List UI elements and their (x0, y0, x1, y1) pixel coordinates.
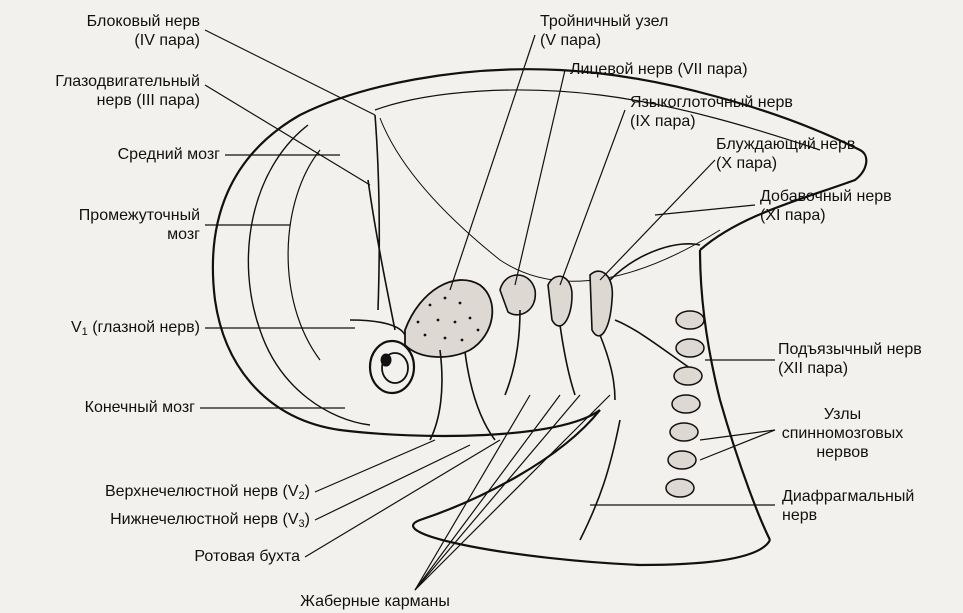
trigeminal-ganglion (405, 280, 492, 357)
spinal-ganglia-column (666, 311, 704, 497)
label-line: Блоковый нерв (55, 12, 200, 31)
label-glossopharyngeal-nerve: Языкоглоточный нерв (IX пара) (630, 93, 793, 131)
label-part: V (71, 319, 82, 336)
label-v3-mandibular-nerve: Нижнечелюстной нерв (V3) (60, 510, 310, 534)
label-telencephalon: Конечный мозг (30, 398, 195, 417)
label-phrenic-nerve: Диафрагмальный нерв (782, 487, 914, 525)
label-midbrain: Средний мозг (50, 145, 220, 164)
label-gill-pouches: Жаберные карманы (270, 592, 480, 611)
label-spinal-ganglia: Узлы спинномозговых нервов (775, 405, 910, 462)
label-vagus-nerve: Блуждающий нерв (X пара) (716, 135, 855, 173)
label-line: Языкоглоточный нерв (630, 93, 793, 112)
label-part: Нижнечелюстной нерв (V (110, 511, 298, 528)
label-line: нервов (775, 443, 910, 462)
label-part: (глазной нерв) (88, 319, 200, 336)
label-line: мозг (30, 225, 200, 244)
label-line: (IV пара) (55, 31, 200, 50)
label-diencephalon: Промежуточный мозг (30, 206, 200, 244)
label-line: спинномозговых (775, 424, 910, 443)
label-v1-ophthalmic-nerve: V1 (глазной нерв) (20, 318, 200, 342)
label-accessory-nerve: Добавочный нерв (XI пара) (760, 187, 892, 225)
vagus-ganglion (590, 271, 612, 336)
label-facial-nerve: Лицевой нерв (VII пара) (570, 60, 748, 79)
label-part: ) (305, 483, 310, 500)
label-line: Промежуточный (30, 206, 200, 225)
label-mouth-bay: Ротовая бухта (140, 547, 300, 566)
label-line: Добавочный нерв (760, 187, 892, 206)
facial-ganglion (500, 275, 535, 315)
eye (370, 341, 414, 393)
label-v2-maxillary-nerve: Верхнечелюстной нерв (V2) (60, 482, 310, 506)
label-line: нерв (782, 506, 914, 525)
label-line: Подъязычный нерв (778, 340, 922, 359)
label-line: (V пара) (540, 31, 668, 50)
label-line: (IX пара) (630, 112, 793, 131)
cranial-nerves (350, 115, 700, 540)
label-line: Блуждающий нерв (716, 135, 855, 154)
label-line: Глазодвигательный (5, 72, 200, 91)
label-line: (XI пара) (760, 206, 892, 225)
label-oculomotor-nerve: Глазодвигательный нерв (III пара) (5, 72, 200, 110)
label-line: Диафрагмальный (782, 487, 914, 506)
label-part: Верхнечелюстной нерв (V (105, 483, 299, 500)
label-hypoglossal-nerve: Подъязычный нерв (XII пара) (778, 340, 922, 378)
label-trigeminal-ganglion: Тройничный узел (V пара) (540, 12, 668, 50)
label-line: (X пара) (716, 154, 855, 173)
label-line: (XII пара) (778, 359, 922, 378)
label-trochlear-nerve: Блоковый нерв (IV пара) (55, 12, 200, 50)
label-line: нерв (III пара) (5, 91, 200, 110)
label-line: Узлы (775, 405, 910, 424)
label-line: Тройничный узел (540, 12, 668, 31)
label-part: ) (305, 511, 310, 528)
